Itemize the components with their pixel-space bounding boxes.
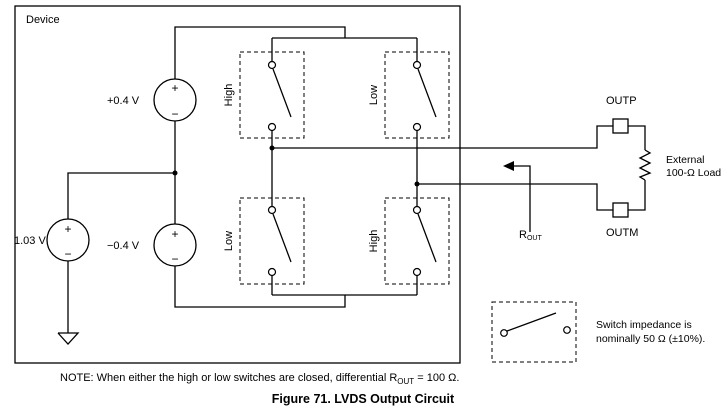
rout-label: ROUT bbox=[519, 229, 542, 242]
legend-line1: Switch impedance is bbox=[596, 319, 692, 331]
upper-source-plus: + bbox=[171, 81, 178, 95]
switch-bottom-right-label: High bbox=[368, 230, 380, 253]
switch-legend bbox=[491, 301, 577, 363]
upper-voltage-source: + − bbox=[153, 78, 197, 122]
lower-source-label: −0.4 V bbox=[107, 240, 140, 252]
junction-dots bbox=[172, 145, 420, 187]
bias-source-label: 1.03 V bbox=[14, 235, 46, 247]
switch-top-right-label: Low bbox=[368, 85, 380, 105]
bias-source-minus: − bbox=[64, 247, 71, 261]
device-label: Device bbox=[26, 14, 60, 26]
rout-arrowhead bbox=[503, 161, 514, 171]
load-label-line2: 100-Ω Load bbox=[666, 167, 721, 179]
bias-source-plus: + bbox=[64, 222, 71, 236]
load-label-line1: External bbox=[666, 154, 705, 166]
upper-source-minus: − bbox=[171, 107, 178, 121]
figure-title: Figure 71. LVDS Output Circuit bbox=[271, 392, 455, 406]
switch-top-left-label: High bbox=[223, 84, 235, 107]
outp-terminal bbox=[612, 118, 629, 134]
lower-voltage-source: + − bbox=[153, 223, 197, 267]
switch-bottom-left bbox=[239, 197, 305, 285]
switch-top-left bbox=[239, 51, 305, 139]
load-resistor bbox=[638, 149, 652, 181]
ground-symbol bbox=[57, 332, 80, 345]
lower-source-minus: − bbox=[171, 252, 178, 266]
lower-source-plus: + bbox=[171, 227, 178, 241]
switch-bottom-left-label: Low bbox=[223, 231, 235, 251]
figure-note: NOTE: When either the high or low switch… bbox=[60, 372, 460, 387]
switch-bottom-right bbox=[384, 197, 450, 285]
switch-top-right bbox=[384, 51, 450, 139]
outp-label: OUTP bbox=[606, 95, 637, 107]
circuit-wires bbox=[67, 26, 646, 333]
legend-line2: nominally 50 Ω (±10%). bbox=[596, 333, 705, 345]
bias-voltage-source: + − bbox=[46, 218, 90, 262]
upper-source-label: +0.4 V bbox=[107, 95, 140, 107]
device-boundary bbox=[14, 5, 461, 364]
outm-label: OUTM bbox=[606, 227, 638, 239]
outm-terminal bbox=[612, 202, 629, 218]
